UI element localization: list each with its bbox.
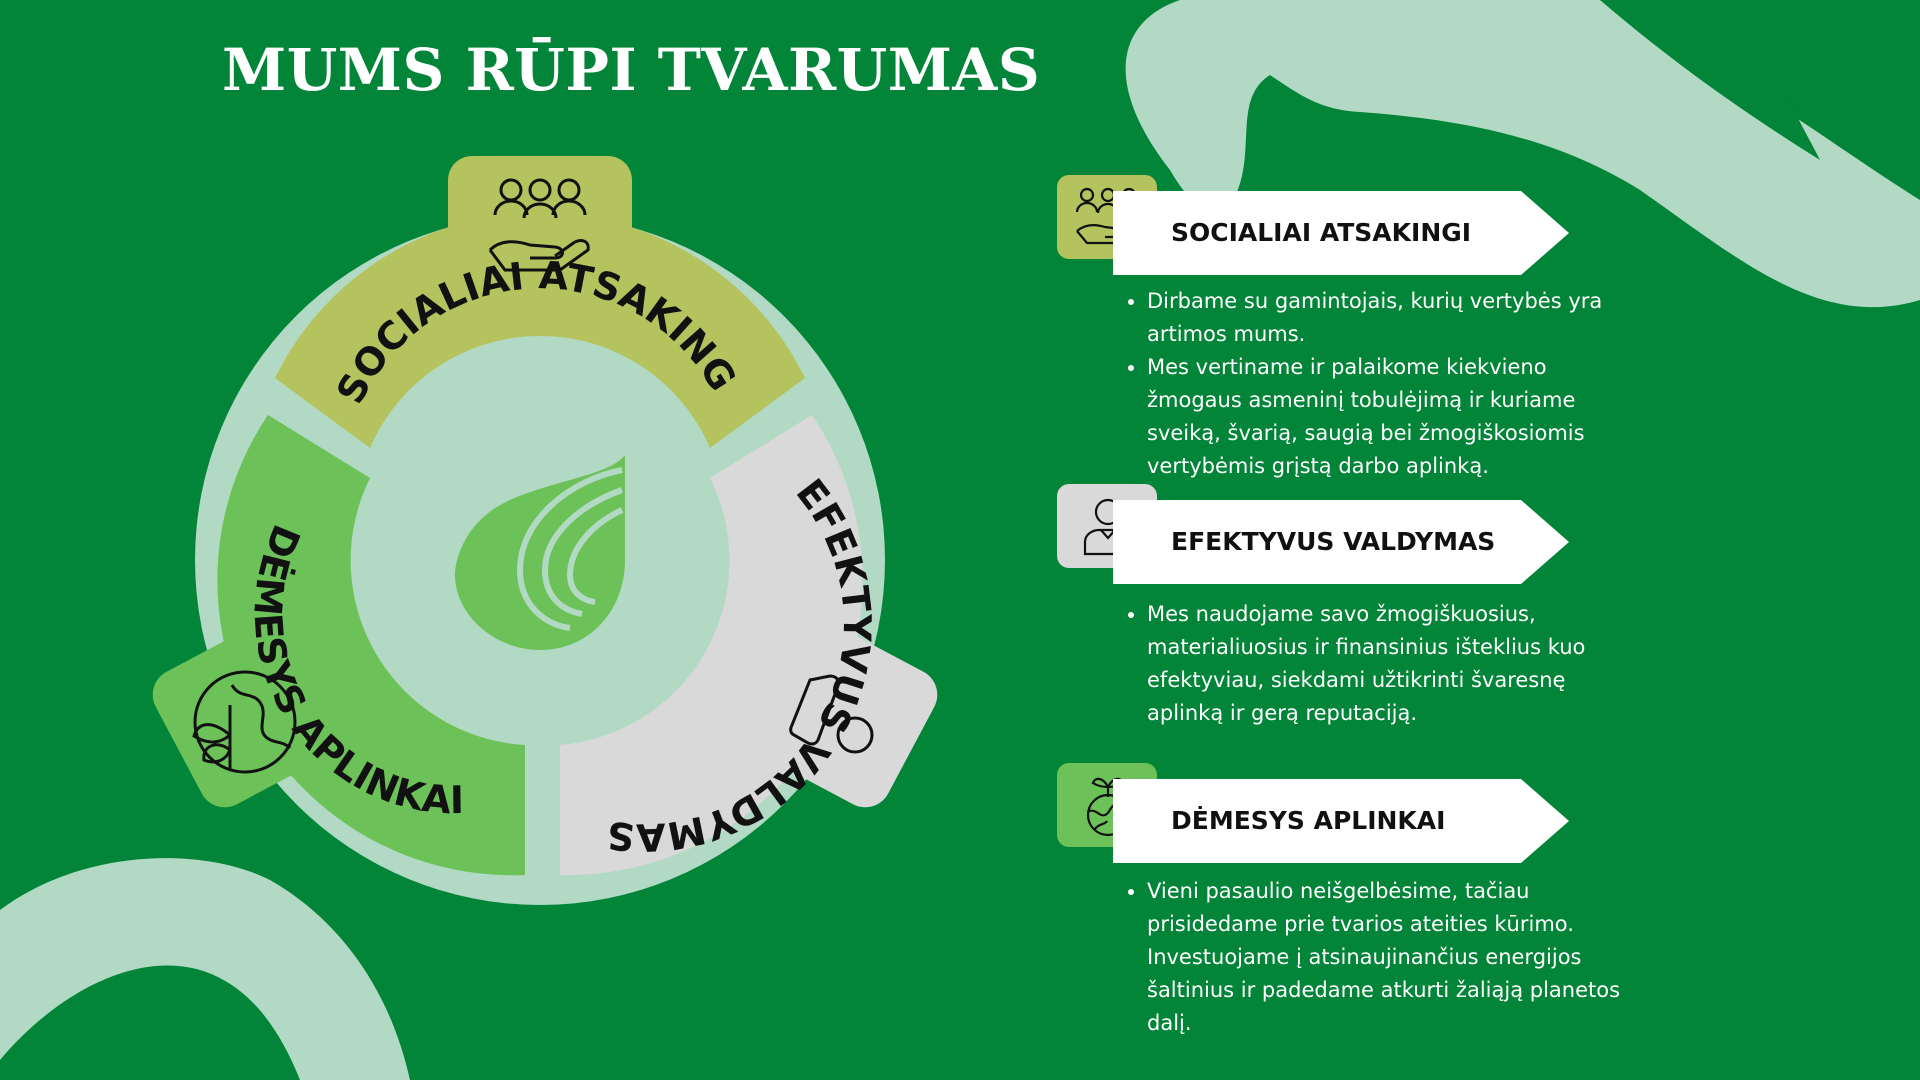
banner-shape [1113,191,1569,275]
section-banner: SOCIALIAI ATSAKINGI [1113,191,1569,275]
section-banner: EFEKTYVUS VALDYMAS [1113,500,1569,584]
section-bullets: Mes naudojame savo žmogiškuosius, materi… [1119,598,1647,730]
segment-governance [560,415,938,876]
section-bullets: Vieni pasaulio neišgelbėsime, tačiau pri… [1119,875,1647,1040]
list-item: Mes vertiname ir palaikome kiekvieno žmo… [1147,351,1647,483]
segment-environment [152,415,525,876]
banner-shape [1113,500,1569,584]
segment-social [275,156,805,448]
section-banner: DĖMESYS APLINKAI [1113,779,1569,863]
section-heading: EFEKTYVUS VALDYMAS [1171,527,1496,556]
section-heading: DĖMESYS APLINKAI [1171,806,1446,835]
people-hand-icon [488,178,590,272]
page-title: MUMS RŪPI TVARUMAS [222,36,1041,104]
management-shapes-icon [789,674,874,754]
bottom-left-swoosh [0,858,410,1080]
sustainability-cycle-diagram: SOCIALIAI ATSAKINGI EFEKTYVUS VALDYMAS D… [150,150,938,905]
section-heading: SOCIALIAI ATSAKINGI [1171,218,1472,247]
globe-sprout-icon [192,670,297,774]
list-item: Mes naudojame savo žmogiškuosius, materi… [1147,598,1647,730]
banner-shape [1113,779,1569,863]
top-right-swoosh-notch [1600,0,1820,160]
section-bullets: Dirbame su gamintojais, kurių vertybės y… [1119,285,1647,483]
leaf-logo-icon [455,455,625,650]
list-item: Dirbame su gamintojais, kurių vertybės y… [1147,285,1647,351]
list-item: Vieni pasaulio neišgelbėsime, tačiau pri… [1147,875,1647,1040]
